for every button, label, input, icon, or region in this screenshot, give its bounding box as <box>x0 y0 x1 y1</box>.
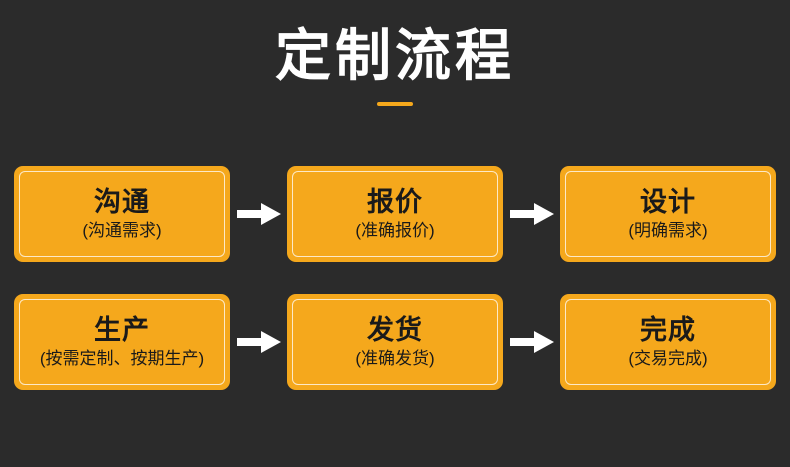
arrow-right-icon <box>509 201 555 227</box>
flow-diagram: 沟通 (沟通需求) 报价 (准确报价) 设计 ( <box>14 166 776 390</box>
step-subtitle: (准确发货) <box>355 348 435 368</box>
flow-step-production[interactable]: 生产 (按需定制、按期生产) <box>14 294 230 390</box>
step-subtitle: (明确需求) <box>628 220 708 240</box>
step-subtitle: (沟通需求) <box>82 220 162 240</box>
page-title: 定制流程 <box>275 24 515 87</box>
flow-step-completion[interactable]: 完成 (交易完成) <box>560 294 776 390</box>
flow-step-design[interactable]: 设计 (明确需求) <box>560 166 776 262</box>
step-title: 发货 <box>367 314 423 345</box>
flow-row-1: 沟通 (沟通需求) 报价 (准确报价) 设计 ( <box>14 166 776 262</box>
arrow-right-icon <box>236 329 282 355</box>
step-title: 报价 <box>367 186 423 217</box>
step-subtitle: (准确报价) <box>355 220 435 240</box>
step-title: 设计 <box>640 186 696 217</box>
step-subtitle: (按需定制、按期生产) <box>39 348 205 368</box>
page-header: 定制流程 <box>0 24 790 107</box>
flow-step-communication[interactable]: 沟通 (沟通需求) <box>14 166 230 262</box>
step-title: 沟通 <box>94 186 150 217</box>
step-title: 完成 <box>640 314 696 345</box>
flow-step-quotation[interactable]: 报价 (准确报价) <box>287 166 503 262</box>
step-title: 生产 <box>94 314 150 345</box>
flow-step-shipping[interactable]: 发货 (准确发货) <box>287 294 503 390</box>
title-underline-divider <box>377 102 413 107</box>
arrow-right-icon <box>509 329 555 355</box>
flow-row-2: 生产 (按需定制、按期生产) 发货 (准确发货) 完成 <box>14 294 776 390</box>
step-subtitle: (交易完成) <box>628 348 708 368</box>
arrow-right-icon <box>236 201 282 227</box>
